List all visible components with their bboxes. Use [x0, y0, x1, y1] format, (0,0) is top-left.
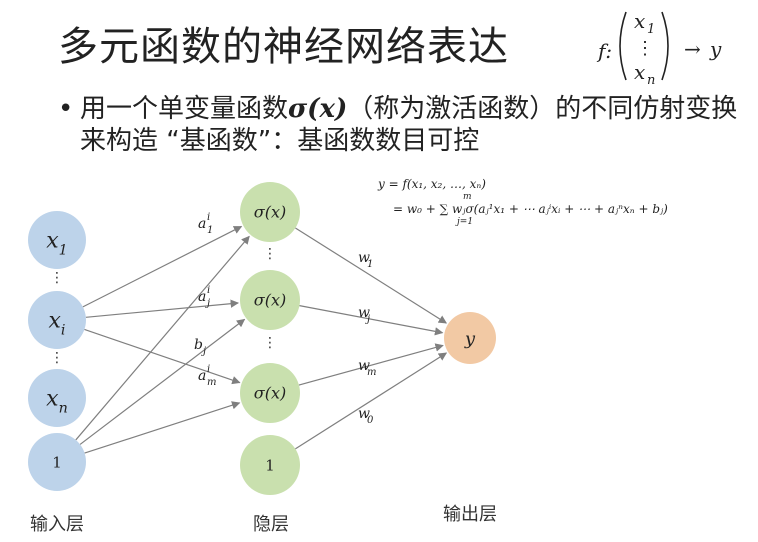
formula-line1: y = f(x₁, x₂, …, xₙ) — [377, 177, 486, 191]
svg-text:i: i — [207, 212, 210, 223]
hidden-node-label-3: 1 — [265, 456, 275, 474]
svg-text:0: 0 — [367, 415, 374, 426]
output-edge-label-3: w0 — [358, 406, 374, 426]
hidden-node-label-1: σ(x) — [254, 291, 286, 310]
bullet-sigma: σ(x) — [288, 94, 348, 124]
input-node-1 — [28, 291, 86, 349]
mapping-vdots: ⋮ — [636, 38, 654, 59]
input-node-label-2: xn — [46, 387, 68, 417]
right-paren — [661, 11, 669, 81]
bullet-suffix: （称为激活函数）的不同仿射变换来构造 “基函数”：基函数数目可控 — [80, 94, 738, 156]
svg-text:1: 1 — [367, 259, 373, 270]
input-ellipsis-0: ⋮ — [50, 270, 64, 286]
output-layer-label: 输出层 — [443, 504, 497, 525]
hidden-ellipsis-1: ⋮ — [263, 335, 277, 351]
hidden-node-2 — [240, 363, 300, 423]
svg-text:j: j — [365, 314, 370, 325]
output-node — [444, 312, 496, 364]
mapping-x1-sub: 1 — [647, 22, 655, 37]
svg-text:a: a — [198, 368, 206, 384]
svg-text:j: j — [205, 298, 210, 309]
hidden-node-3 — [240, 435, 300, 495]
mapping-arrow: → — [684, 37, 701, 61]
output-edge-label-2: wm — [358, 358, 376, 378]
input-node-label-3: 1 — [52, 453, 62, 471]
edge-hidden-0-output — [295, 227, 448, 324]
edge-bias-hj — [79, 318, 246, 445]
bullet-prefix: 用一个单变量函数 — [80, 94, 289, 124]
output-edge-label-0: w1 — [358, 250, 373, 270]
svg-text:a: a — [198, 289, 206, 305]
svg-text:i: i — [207, 364, 210, 375]
formula-sum-bottom: j=1 — [455, 217, 473, 227]
hidden-node-label-2: σ(x) — [254, 384, 286, 403]
hidden-ellipsis-0: ⋮ — [263, 246, 277, 262]
svg-text:w: w — [358, 358, 370, 374]
input-ellipsis-1: ⋮ — [50, 350, 64, 366]
input-node-0 — [28, 211, 86, 269]
mapping-xn-sub: n — [647, 73, 655, 88]
svg-text:m: m — [207, 377, 216, 388]
left-paren — [619, 11, 627, 81]
hidden-node-label-0: σ(x) — [254, 203, 286, 222]
input-layer-label: 输入层 — [30, 514, 84, 535]
svg-text:j: j — [201, 346, 206, 357]
edge-hidden-3-output — [295, 352, 448, 450]
formula: y = f(x₁, x₂, …, xₙ) = w₀ + ∑ wⱼσ(aⱼ¹x₁ … — [377, 177, 668, 227]
svg-text:w: w — [358, 406, 370, 422]
edge-hidden-1-output — [299, 305, 444, 336]
bullet-marker: • — [58, 94, 74, 124]
mapping-y: y — [709, 37, 722, 61]
edge-hidden-2-output — [298, 343, 444, 386]
formula-line2: = w₀ + ∑ wⱼσ(aⱼ¹x₁ + ⋯ aⱼⁱxᵢ + ⋯ + aⱼⁿxₙ… — [393, 202, 668, 216]
edge-xi-hm — [84, 328, 241, 385]
svg-text:i: i — [207, 285, 210, 296]
edge-bias-h1 — [75, 235, 250, 441]
mapping-f: f: — [596, 39, 612, 63]
svg-text:m: m — [367, 367, 376, 378]
mapping-xn: x — [634, 60, 645, 84]
input-node-label-0: x1 — [46, 229, 68, 259]
input-node-2 — [28, 369, 86, 427]
formula-sum-top: m — [463, 192, 472, 202]
edge-xi-h1 — [82, 225, 243, 308]
hidden-node-1 — [240, 270, 300, 330]
input-node-3 — [28, 433, 86, 491]
output-node-label: y — [464, 328, 476, 349]
svg-text:w: w — [358, 250, 370, 266]
hidden-layer-label: 隐层 — [253, 514, 289, 535]
input-node-label-1: xi — [49, 309, 66, 339]
svg-text:a: a — [198, 216, 206, 232]
svg-text:b: b — [194, 337, 203, 353]
output-edge-label-1: wj — [358, 305, 370, 325]
svg-text:w: w — [358, 305, 370, 321]
mapping-notation: f: x 1 ⋮ x n → y — [596, 9, 722, 88]
svg-text:1: 1 — [207, 225, 213, 236]
slide-title: 多元函数的神经网络表达 — [58, 24, 509, 70]
edge-bias-hm — [84, 401, 241, 454]
bullet-point: • 用一个单变量函数σ(x)（称为激活函数）的不同仿射变换来构造 “基函数”：基… — [58, 93, 738, 157]
mapping-x1: x — [634, 9, 645, 33]
edge-xi-hj — [85, 299, 239, 318]
hidden-node-0 — [240, 182, 300, 242]
